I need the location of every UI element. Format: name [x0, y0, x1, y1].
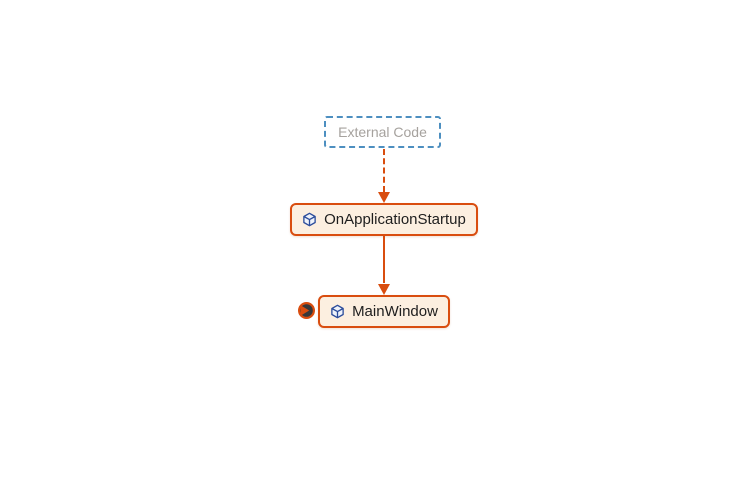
expand-incoming-calls-button[interactable]	[297, 301, 316, 320]
node-mainwindow[interactable]: MainWindow	[318, 295, 450, 328]
edge-dashed-line	[383, 149, 385, 192]
method-cube-icon	[302, 212, 317, 227]
edge-solid-line	[383, 236, 385, 283]
node-label: MainWindow	[352, 303, 438, 320]
node-onapplicationstartup[interactable]: OnApplicationStartup	[290, 203, 478, 236]
method-cube-icon	[330, 304, 345, 319]
node-label: External Code	[338, 124, 427, 140]
arrowhead-down-icon	[378, 284, 390, 295]
node-label: OnApplicationStartup	[324, 211, 466, 228]
node-external-code[interactable]: External Code	[324, 116, 441, 148]
arrowhead-down-icon	[378, 192, 390, 203]
